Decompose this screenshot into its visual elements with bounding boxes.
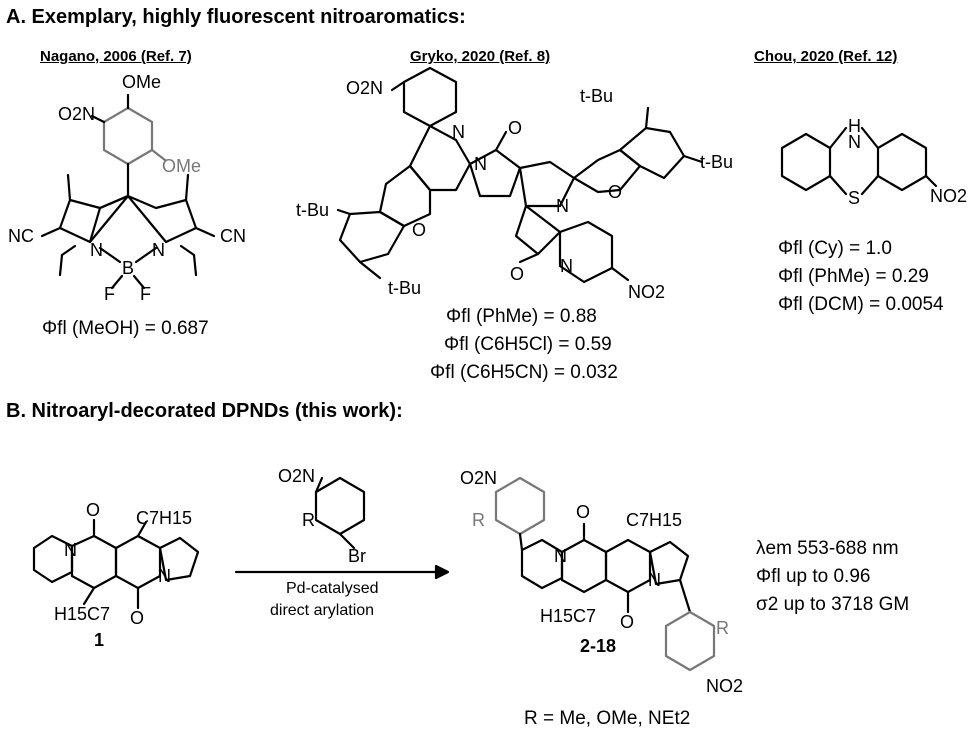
aryl-bromide-structure — [314, 476, 366, 550]
tbu-label-3: t-Bu — [296, 200, 330, 220]
phi-chou-1: Φfl (Cy) = 1.0 — [778, 238, 892, 259]
section-b-title: B. Nitroaryl-decorated DPNDs (this work)… — [6, 400, 403, 422]
s-label: S — [848, 188, 861, 208]
o-furan-label-2: O — [412, 220, 427, 240]
product-no2-bottom: NO2 — [706, 676, 744, 696]
phi-nagano: Φfl (MeOH) = 0.687 — [42, 318, 209, 339]
n-bottom-label: N — [560, 256, 573, 276]
dpnd-reactant-structure — [32, 518, 200, 610]
n-center-label: N — [474, 154, 487, 174]
ome-side-label: OMe — [162, 156, 202, 176]
reagent-br: Br — [348, 546, 366, 566]
r-definition: R = Me, OMe, NEt2 — [524, 708, 691, 729]
phi-gryko-1: Φfl (PhMe) = 0.88 — [446, 306, 597, 327]
product-c7h15-bottom: H15C7 — [540, 606, 597, 626]
n-label-3: N — [848, 132, 861, 152]
reagent-no2: O2N — [278, 466, 316, 486]
tbu-label-4: t-Bu — [388, 278, 422, 298]
n-label-2: N — [152, 240, 165, 260]
prop-lambda: λem 553-688 nm — [756, 538, 899, 559]
reactant-o-top: O — [86, 500, 101, 520]
reaction-arrow — [234, 564, 450, 580]
cn-label: CN — [220, 226, 246, 246]
n-top-label: N — [452, 122, 465, 142]
n-label-1: N — [90, 240, 103, 260]
reactant-n-1: N — [64, 540, 77, 560]
o-top-label: O — [508, 118, 523, 138]
section-a-title: A. Exemplary, highly fluorescent nitroar… — [6, 6, 466, 28]
product-o-bottom: O — [620, 612, 635, 632]
n-center2-label: N — [556, 196, 569, 216]
o-furan-label-1: O — [608, 182, 623, 202]
ref-chou: Chou, 2020 (Ref. 12) — [754, 48, 898, 65]
phi-gryko-2: Φfl (C6H5Cl) = 0.59 — [444, 334, 612, 355]
bodipy-structure — [40, 93, 216, 290]
no2-top-label: O2N — [346, 78, 384, 98]
ome-top-label: OMe — [122, 72, 162, 92]
product-n-2: N — [648, 570, 661, 590]
b-label: B — [122, 258, 135, 278]
phenothiazine-structure — [780, 126, 938, 196]
phi-chou-3: Φfl (DCM) = 0.0054 — [778, 294, 944, 315]
phi-gryko-3: Φfl (C6H5CN) = 0.032 — [430, 362, 618, 383]
product-r-bottom: R — [716, 618, 729, 638]
product-r-top: R — [472, 510, 485, 530]
product-no2: O2N — [460, 468, 498, 488]
product-n-1: N — [554, 546, 567, 566]
product-c7h15-top: C7H15 — [626, 510, 683, 530]
nc-label: NC — [8, 226, 34, 246]
o-bottom-label: O — [510, 264, 525, 284]
reactant-n-2: N — [158, 566, 171, 586]
no2-chou-label: NO2 — [930, 186, 968, 206]
gryko-structure — [336, 66, 704, 284]
prop-sigma: σ2 up to 3718 GM — [756, 594, 910, 615]
reactant-c7h15-bottom: H15C7 — [54, 604, 111, 624]
product-o-top: O — [576, 502, 591, 522]
phi-chou-2: Φfl (PhMe) = 0.29 — [778, 266, 929, 287]
no2-label: O2N — [58, 104, 96, 124]
ref-nagano: Nagano, 2006 (Ref. 7) — [40, 48, 192, 65]
reagent-r: R — [302, 510, 315, 530]
h-label: H — [848, 116, 861, 136]
reactant-label: 1 — [94, 630, 105, 650]
product-label: 2-18 — [580, 636, 617, 656]
dpnd-product-structure — [494, 476, 716, 672]
f-label-2: F — [140, 284, 151, 304]
condition-line-2: direct arylation — [270, 602, 375, 619]
tbu-label-2: t-Bu — [700, 152, 734, 172]
f-label-1: F — [104, 284, 115, 304]
reactant-c7h15-top: C7H15 — [136, 508, 193, 528]
ref-gryko: Gryko, 2020 (Ref. 8) — [410, 48, 551, 65]
prop-phi: Φfl up to 0.96 — [756, 566, 871, 587]
reactant-o-bottom: O — [130, 608, 145, 628]
condition-line-1: Pd-catalysed — [286, 580, 379, 597]
no2-bottom-label: NO2 — [628, 282, 666, 302]
tbu-label-1: t-Bu — [580, 86, 614, 106]
